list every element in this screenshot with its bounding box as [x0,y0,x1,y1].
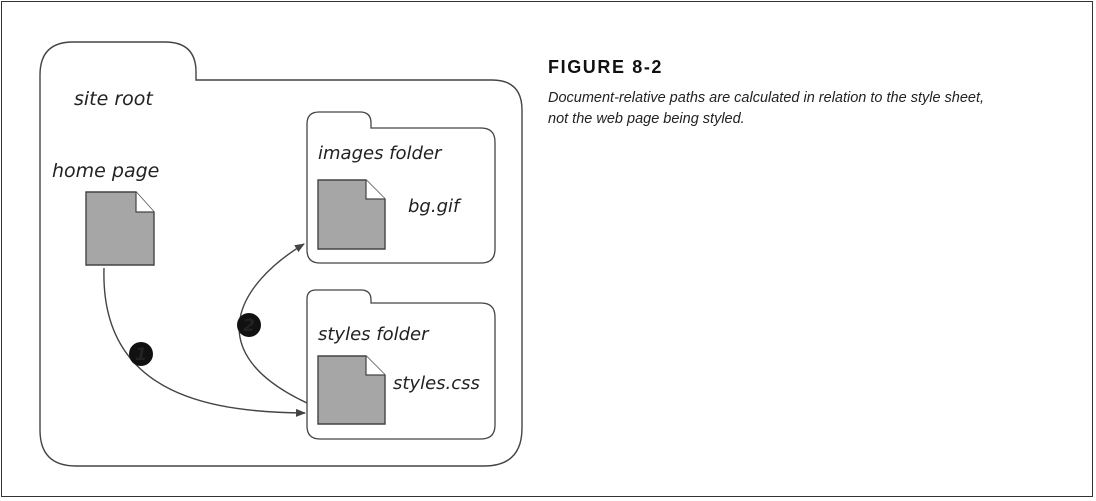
step-1-arrow [103,267,306,417]
bg-gif-file-corner [365,180,385,200]
figure-caption-block: FIGURE 8-2 Document-relative paths are c… [548,57,1068,130]
home-page-file-corner [135,192,154,213]
home-page-label: home page [52,160,159,182]
step-1-badge: 1 [129,342,153,366]
figure-caption: Document-relative paths are calculated i… [548,88,1068,130]
svg-text:2: 2 [243,316,255,336]
svg-text:1: 1 [135,345,147,365]
figure-caption-line-1: Document-relative paths are calculated i… [548,90,985,106]
folder-path-diagram: site root home page images folder bg.gif… [39,41,523,467]
site-root-label: site root [74,88,154,110]
styles-css-file-corner [365,356,385,376]
styles-css-label: styles.css [393,373,480,394]
figure-number: FIGURE 8-2 [548,57,664,77]
step-2-badge: 2 [237,313,261,337]
styles-folder-label: styles folder [318,324,430,345]
bg-gif-label: bg.gif [408,196,462,217]
figure-caption-line-2: not the web page being styled. [548,111,745,127]
images-folder-label: images folder [318,143,443,164]
